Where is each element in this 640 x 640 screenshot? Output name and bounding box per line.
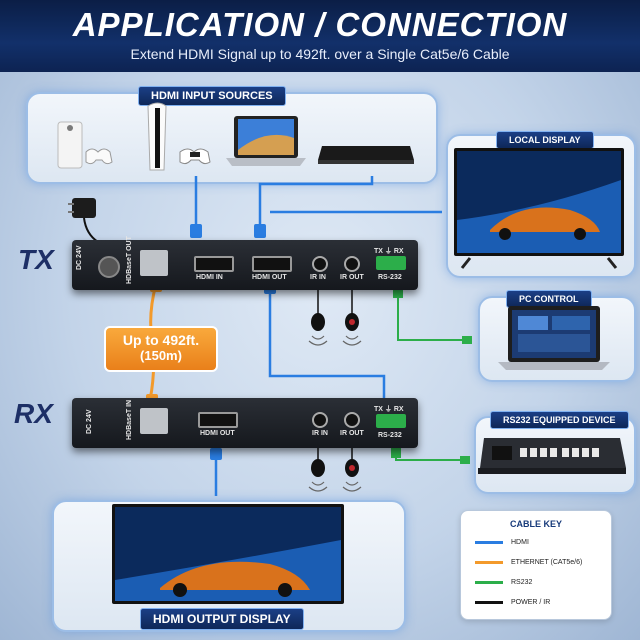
tx-hdbaset-label: HDBaseT OUT (126, 236, 133, 284)
local-display-tv-icon (454, 148, 624, 269)
rs232-plug-tx (393, 286, 403, 298)
rx-rj45-port[interactable] (140, 408, 168, 434)
label-output-display: HDMI OUTPUT DISPLAY (140, 608, 304, 630)
key-row-rs232: RS232 (475, 579, 532, 586)
tx-ir-out-jack[interactable] (344, 256, 360, 272)
tx-rs232-label: RS-232 (378, 274, 402, 281)
tx-ir-in-jack[interactable] (312, 256, 328, 272)
cable-key-title: CABLE KEY (509, 519, 562, 529)
ir-wave-icons (308, 335, 362, 492)
rs232-plug-rx (391, 446, 401, 458)
tx-dc-jack[interactable] (98, 256, 120, 278)
distance-line1: Up to 492ft. (122, 332, 200, 348)
tx-hdmi-out-port[interactable] (252, 256, 292, 272)
tx-rj45-port[interactable] (140, 250, 168, 276)
key-swatch-rs232 (475, 580, 503, 584)
page-subtitle: Extend HDMI Signal up to 492ft. over a S… (130, 46, 510, 62)
ir-sensors (311, 313, 359, 477)
rx-dc-label: DC 24V (86, 409, 93, 434)
distance-line2: (150m) (140, 348, 182, 363)
label-sources: HDMI INPUT SOURCES (138, 86, 286, 106)
tx-rs232-terminal[interactable] (376, 256, 406, 270)
hdmi-cables (194, 176, 442, 496)
rx-ir-out-jack[interactable] (344, 412, 360, 428)
pc-laptop-icon (498, 306, 610, 370)
tx-hdmi-in-label: HDMI IN (196, 274, 223, 281)
key-row-power-ir: POWER / IR (475, 599, 550, 606)
power-adapter-icon (68, 198, 99, 243)
header-banner: APPLICATION / CONNECTION Extend HDMI Sig… (0, 0, 640, 72)
rx-ir-out-label: IR OUT (340, 430, 364, 437)
key-row-ethernet: ETHERNET (CAT5e/6) (475, 559, 582, 566)
rx-hdbaset-label: HDBaseT IN (126, 399, 133, 440)
rs232-plug-device (460, 456, 470, 464)
tx-label: TX (18, 244, 54, 275)
key-swatch-ethernet (475, 560, 503, 564)
ps-console-icon (147, 102, 211, 171)
rx-ir-in-label: IR IN (312, 430, 328, 437)
distance-badge: Up to 492ft. (150m) (104, 326, 218, 372)
key-swatch-hdmi (475, 540, 503, 544)
rs232-plug-pc (462, 336, 472, 344)
rx-hdmi-out-label: HDMI OUT (200, 430, 235, 437)
rx-label: RX (14, 398, 53, 429)
tx-ir-in-label: IR IN (310, 274, 326, 281)
media-player-icon (318, 146, 414, 164)
rx-rs232-label: RS-232 (378, 432, 402, 439)
label-rs232-device: RS232 EQUIPPED DEVICE (490, 411, 629, 429)
tx-hdmi-in-port[interactable] (194, 256, 234, 272)
rx-ir-in-jack[interactable] (312, 412, 328, 428)
key-swatch-power-ir (475, 600, 503, 604)
rs232-matrix-icon (478, 438, 626, 474)
laptop-icon (226, 116, 306, 166)
tx-ir-out-label: IR OUT (340, 274, 364, 281)
cable-key: CABLE KEY HDMI ETHERNET (CAT5e/6) RS232 … (460, 510, 612, 620)
tx-dc-label: DC 24V (76, 245, 83, 270)
page-title: APPLICATION / CONNECTION (72, 6, 568, 43)
tx-hdmi-out-label: HDMI OUT (252, 274, 287, 281)
rx-txrx-label: TX ⏚ RX (374, 406, 404, 413)
key-row-hdmi: HDMI (475, 539, 529, 546)
game-console-icon (57, 121, 113, 169)
rx-rs232-terminal[interactable] (376, 414, 406, 428)
sources-panel (26, 92, 438, 184)
output-display-tv-icon (112, 504, 344, 604)
tx-transmitter: DC 24V HDBaseT OUT HDMI IN HDMI OUT IR I… (72, 236, 418, 290)
rx-hdmi-out-port[interactable] (198, 412, 238, 428)
tx-txrx-label: TX ⏚ RX (374, 248, 404, 255)
rx-receiver: DC 24V HDBaseT IN HDMI OUT IR IN IR OUT … (72, 398, 418, 448)
